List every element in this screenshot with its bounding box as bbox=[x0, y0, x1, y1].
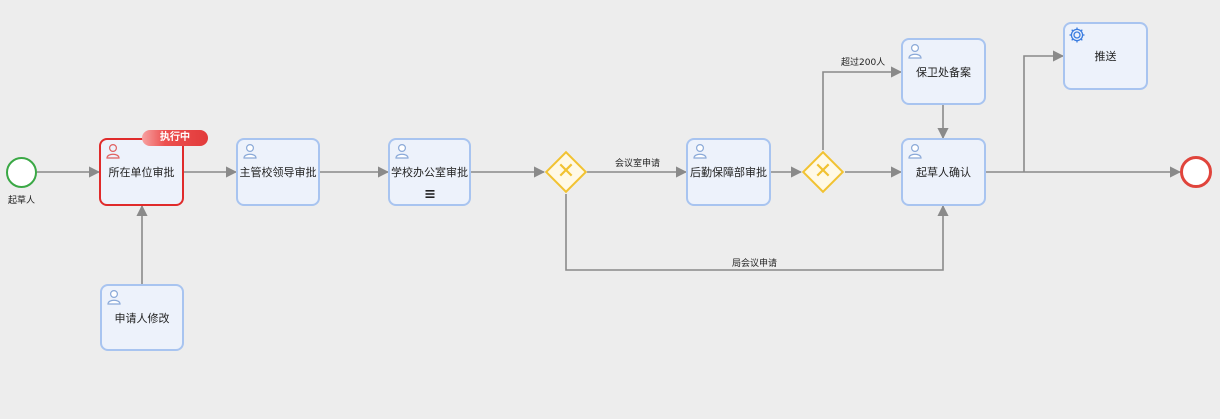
flow-confirm-to-push bbox=[1023, 50, 1065, 172]
user-icon bbox=[693, 143, 707, 159]
task-security-filing[interactable]: 保卫处备案 bbox=[901, 38, 986, 105]
user-icon bbox=[395, 143, 409, 159]
task-drafter-confirm[interactable]: 起草人确认 bbox=[901, 138, 986, 206]
user-icon bbox=[243, 143, 257, 159]
task-label: 起草人确认 bbox=[916, 166, 971, 179]
task-label: 保卫处备案 bbox=[916, 65, 971, 79]
task-applicant-modify[interactable]: 申请人修改 bbox=[100, 284, 184, 351]
gear-icon bbox=[1069, 27, 1085, 43]
end-event[interactable] bbox=[1180, 156, 1212, 188]
flow-gateway-to-security bbox=[822, 66, 903, 150]
start-event[interactable] bbox=[6, 157, 37, 188]
task-unit-approval[interactable]: 所在单位审批 bbox=[99, 138, 184, 206]
edge-label-no-meeting: 局会议申请 bbox=[732, 259, 778, 269]
edge-label-meeting-room: 会议室申请 bbox=[615, 159, 661, 169]
task-label: 申请人修改 bbox=[114, 311, 170, 325]
task-leader-approval[interactable]: 主管校领导审批 bbox=[236, 138, 320, 206]
task-label: 后勤保障部审批 bbox=[690, 166, 767, 179]
edge-label-over-200: 超过200人 bbox=[841, 58, 886, 68]
task-push[interactable]: 推送 bbox=[1063, 22, 1148, 90]
user-icon bbox=[908, 43, 922, 59]
task-label: 学校办公室审批 bbox=[391, 166, 468, 179]
parallel-lines-icon bbox=[425, 190, 434, 198]
exclusive-x-icon: ✕ bbox=[813, 159, 833, 184]
exclusive-x-icon: ✕ bbox=[556, 159, 576, 184]
user-icon bbox=[107, 289, 121, 305]
task-logistics-approval[interactable]: 后勤保障部审批 bbox=[686, 138, 771, 206]
user-icon bbox=[106, 143, 120, 159]
task-office-approval[interactable]: 学校办公室审批 bbox=[388, 138, 471, 206]
task-label: 所在单位审批 bbox=[108, 166, 175, 179]
task-label: 推送 bbox=[1094, 50, 1117, 63]
flow-gateway-bypass-to-confirm bbox=[565, 194, 949, 271]
status-badge: 执行中 bbox=[142, 130, 208, 146]
user-icon bbox=[908, 143, 922, 159]
task-label: 主管校领导审批 bbox=[239, 166, 317, 179]
start-event-label: 起草人 bbox=[8, 196, 36, 206]
